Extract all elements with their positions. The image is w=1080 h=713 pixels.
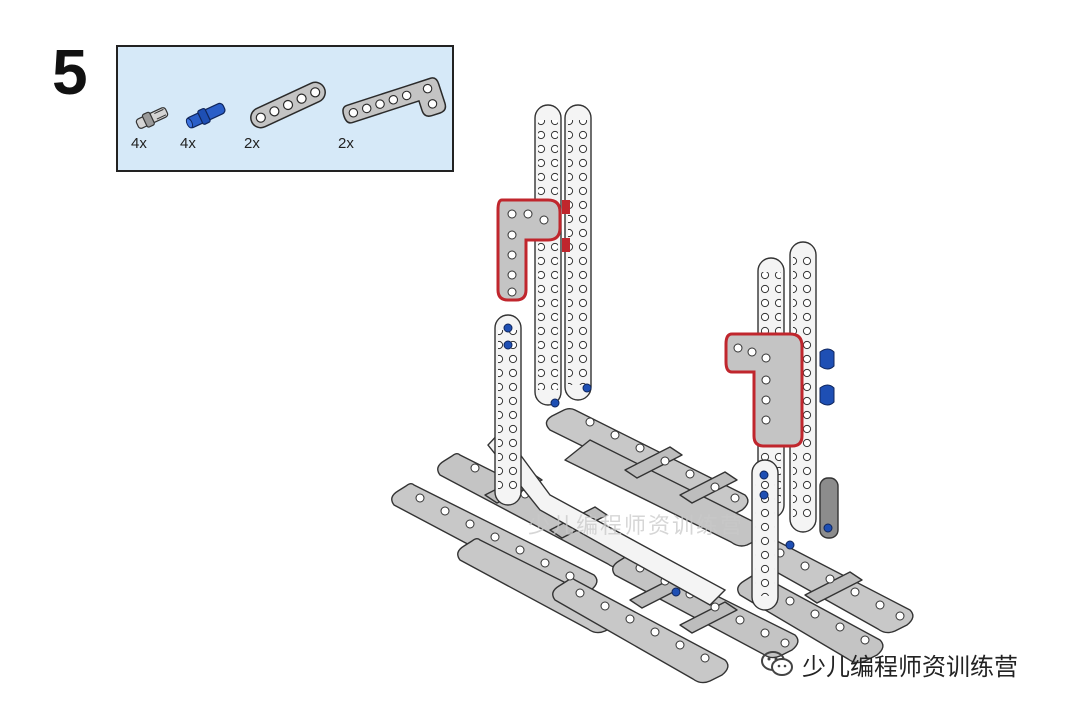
- step-number: 5: [52, 36, 88, 108]
- part-qty: 2x: [338, 135, 354, 152]
- part-qty: 2x: [244, 135, 260, 152]
- connector-pin-icon: [185, 102, 226, 129]
- left-tower: [494, 104, 592, 506]
- axle-pin-icon: [135, 107, 169, 129]
- diagonal-beam: [487, 428, 727, 606]
- part-qty: 4x: [131, 135, 147, 152]
- parts-list-panel: 4x 4x 2x 2x: [116, 45, 454, 172]
- straight-beam-icon: [250, 81, 326, 129]
- corner-watermark: 少儿编程师资训练营: [760, 648, 1018, 681]
- center-watermark: 少儿编程师资训练营: [528, 514, 745, 539]
- assembly-illustration: [391, 104, 914, 684]
- corner-watermark-text: 少儿编程师资训练营: [802, 652, 1018, 681]
- wechat-icon: [761, 651, 793, 676]
- base-frame: [391, 408, 914, 684]
- blue-pins: [503, 323, 835, 597]
- angled-beam-icon: [342, 77, 447, 124]
- highlight-angled-beam-right: [724, 332, 804, 448]
- highlight-angled-beam-left: [496, 198, 570, 302]
- part-qty: 4x: [180, 135, 196, 152]
